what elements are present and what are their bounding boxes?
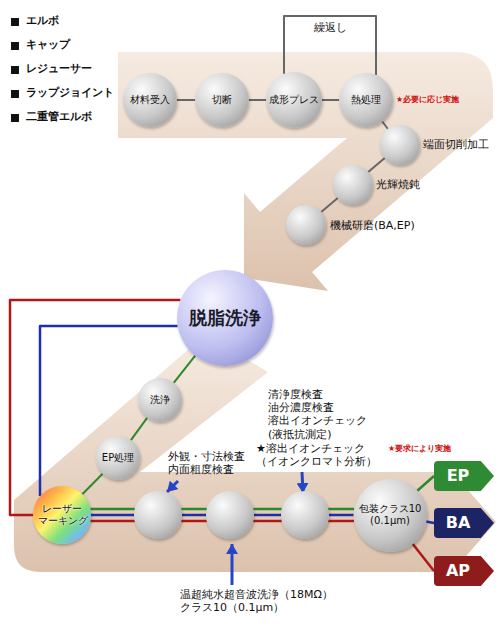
process-circle: 熱処理 — [339, 73, 393, 127]
upper-flow-band — [118, 52, 493, 291]
node-label: 脱脂洗浄 — [189, 307, 261, 329]
process-circle: 外観・寸法検査 内面粗度検査 — [134, 491, 182, 539]
callout-arrow — [302, 472, 303, 493]
process-circle: 成形プレス — [266, 72, 322, 128]
flow-line — [284, 16, 376, 75]
process-circle: EP処理 — [96, 436, 140, 480]
process-circle: 端面切削加工 — [380, 125, 420, 165]
bullet-square — [11, 66, 19, 74]
flow-line — [181, 508, 207, 511]
flow-line — [90, 508, 134, 511]
flow-line — [417, 476, 434, 491]
callout-text: 機械研磨(BA,EP) — [330, 219, 442, 232]
node-label: 熱処理 — [351, 94, 381, 106]
flow-line — [253, 508, 282, 511]
flow-line — [328, 508, 354, 511]
product-type: レジューサー — [26, 62, 92, 75]
node-label: 洗浄 — [150, 394, 170, 406]
callout-text: 温超純水超音波洗浄（18MΩ） クラス10（0.1μm） — [180, 588, 352, 614]
flow-line — [82, 474, 102, 495]
flow-line — [329, 514, 354, 517]
process-circle: 材料受入 — [123, 73, 177, 127]
node-label: EP処理 — [102, 452, 134, 464]
lower-flow-band — [14, 335, 496, 572]
flow-line — [322, 99, 339, 101]
flow-line — [426, 522, 434, 524]
process-circle: 光輝焼鈍 — [333, 165, 373, 205]
process-circle: 洗浄 — [138, 378, 182, 422]
bullet-square — [11, 18, 19, 26]
flow-line — [368, 158, 385, 172]
callout-arrow — [167, 481, 178, 492]
flow-line — [328, 520, 354, 523]
bullet-square — [11, 114, 19, 122]
process-circle: 包装クラス10 (0.1μm) — [354, 479, 427, 552]
note-text: ★要求により実施 — [388, 444, 451, 454]
flow-line — [91, 514, 134, 517]
process-circle: 脱脂洗浄 — [177, 270, 273, 366]
process-circle: 切断 — [195, 73, 249, 127]
flow-line — [181, 520, 207, 523]
flow-line — [131, 418, 147, 440]
process-circle: 温超純水超音波洗浄（18MΩ） クラス10（0.1μm） — [206, 491, 254, 539]
callout-text: 光輝焼鈍 — [376, 178, 436, 191]
edge-label: 繰返し — [312, 21, 349, 34]
output-tag: BA — [434, 508, 494, 538]
product-type: ラップジョイント — [26, 86, 114, 99]
callout-text: ★溶出イオンチェック（イオンクロマト分析） — [256, 442, 384, 468]
node-label: BA — [446, 513, 471, 532]
flow-line — [182, 514, 206, 517]
product-type: エルボ — [26, 14, 59, 27]
bullet-square — [11, 42, 19, 50]
node-label: 切断 — [212, 94, 232, 106]
flow-line — [382, 122, 388, 130]
node-label: 成形プレス — [269, 94, 319, 106]
flow-line — [90, 520, 134, 523]
output-tag: EP — [434, 461, 494, 491]
node-label: AP — [446, 561, 470, 580]
node-label: 包装クラス10 (0.1μm) — [358, 503, 422, 527]
process-circle: 機械研磨(BA,EP) — [286, 205, 326, 245]
flow-line — [413, 544, 434, 571]
callout-text: 端面切削加工 — [423, 138, 495, 151]
note-text: ★必要に応じ実施 — [396, 95, 459, 105]
process-circle: レーザー マーキング — [33, 486, 91, 544]
flow-line — [254, 514, 281, 517]
process-circle: 清浄度検査 油分濃度検査 溶出イオンチェック (液抵抗測定)★溶出イオンチェック… — [281, 491, 329, 539]
bullet-square — [11, 90, 19, 98]
flow-line — [177, 99, 195, 101]
product-type: 二重管エルボ — [26, 110, 92, 123]
flow-line — [321, 198, 338, 212]
node-label: 材料受入 — [130, 94, 170, 106]
callout-text: 清浄度検査 油分濃度検査 溶出イオンチェック (液抵抗測定) — [268, 388, 374, 441]
flow-line — [253, 520, 282, 523]
node-label: EP — [447, 466, 470, 485]
flow-line — [249, 99, 266, 101]
node-label: レーザー マーキング — [38, 503, 86, 527]
callout-arrow — [231, 544, 234, 585]
callout-text: 外観・寸法検査 内面粗度検査 — [168, 450, 254, 476]
output-tag: AP — [434, 556, 494, 586]
product-type: キャップ — [26, 38, 70, 51]
flow-line — [174, 356, 196, 383]
